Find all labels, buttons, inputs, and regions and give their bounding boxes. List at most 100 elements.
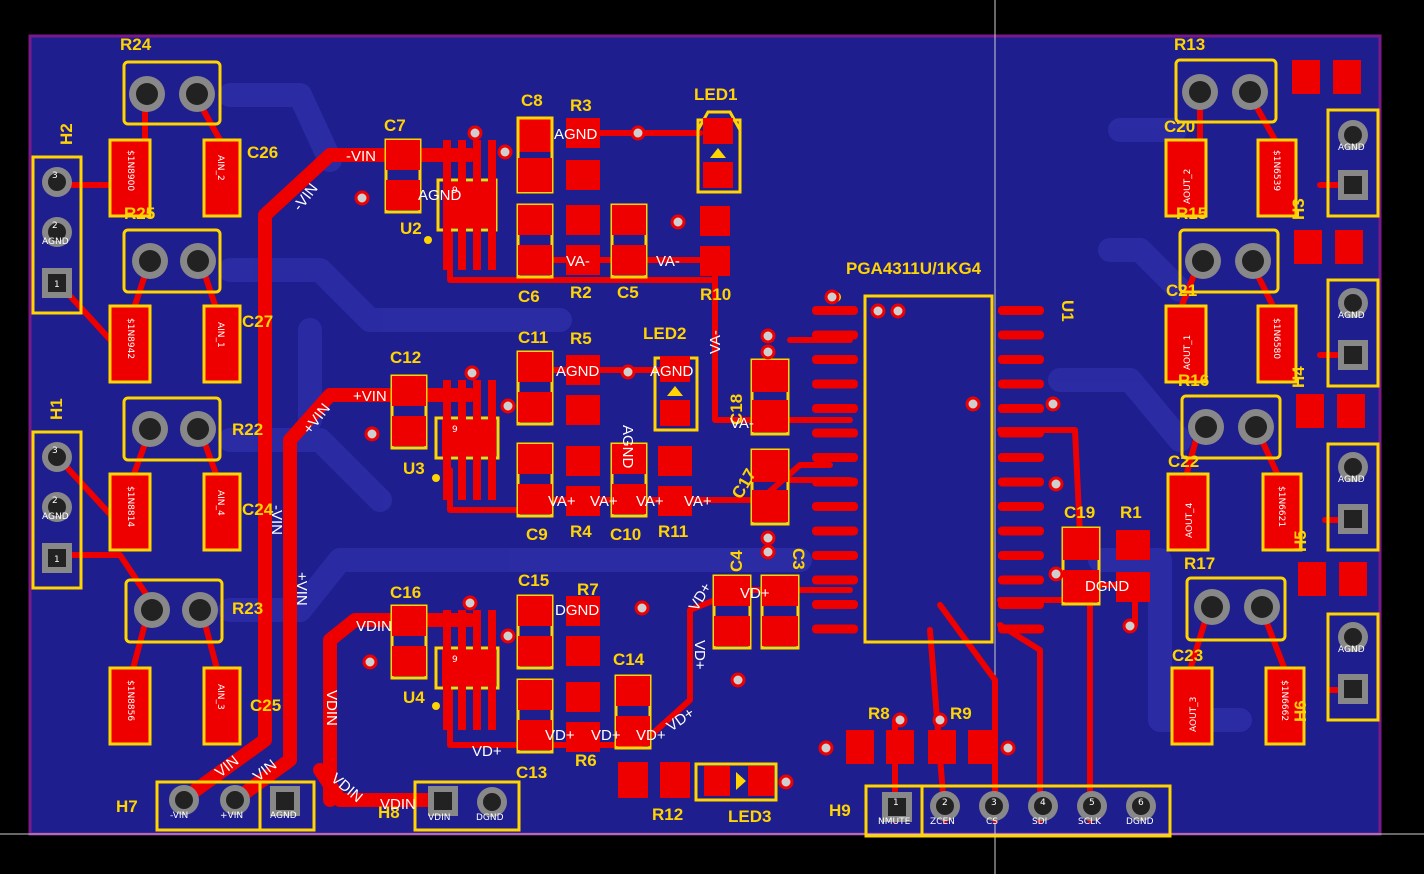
- via: [634, 600, 650, 616]
- d1n8856-label: $1N8856: [125, 680, 135, 721]
- led1[interactable]: [696, 110, 742, 194]
- net-vd-plus-8: VD+: [740, 585, 770, 602]
- c14-label: C14: [613, 650, 645, 669]
- u4-pad-num: 9: [452, 655, 458, 665]
- net-vd-plus-1: VD+: [472, 743, 502, 760]
- via: [760, 530, 776, 546]
- led2[interactable]: [653, 356, 699, 432]
- u4-ic[interactable]: [432, 610, 500, 730]
- c15-label: C15: [518, 571, 549, 590]
- h3-label: H3: [1289, 198, 1308, 220]
- h9-label: H9: [829, 801, 851, 820]
- h2-pin1-num: 1: [54, 280, 60, 290]
- net-vd-plus-3: VD+: [591, 727, 621, 744]
- r9-label: R9: [950, 704, 972, 723]
- h9-pin5-num: 5: [1089, 798, 1095, 808]
- c13-label: C13: [516, 763, 547, 782]
- h6-label: H6: [1291, 700, 1310, 722]
- via: [890, 303, 906, 319]
- r25-label: R25: [124, 204, 155, 223]
- via: [364, 426, 380, 442]
- c19-label: C19: [1064, 503, 1095, 522]
- right-smd-parts: [1164, 60, 1367, 746]
- via: [760, 544, 776, 560]
- c26-label: C26: [247, 143, 278, 162]
- u1-pin-pad: [812, 600, 858, 609]
- vias: [354, 125, 1138, 790]
- net-va-minus-1: VA-: [566, 253, 590, 270]
- via: [1122, 618, 1138, 634]
- u2-pad-num: 9: [452, 186, 458, 196]
- r17-footprint[interactable]: [1185, 576, 1287, 642]
- h6-header[interactable]: [1326, 612, 1380, 722]
- r22-footprint[interactable]: [122, 396, 222, 462]
- r23-footprint[interactable]: [124, 578, 224, 644]
- u2-ic[interactable]: [424, 140, 498, 270]
- h1-header[interactable]: [31, 430, 83, 590]
- u1-pin-pad: [998, 379, 1044, 389]
- r22-label: R22: [232, 420, 263, 439]
- h9-header[interactable]: [864, 784, 1172, 838]
- r10-label: R10: [700, 285, 731, 304]
- h4-header[interactable]: [1326, 278, 1380, 388]
- r12-label: R12: [652, 805, 683, 824]
- net-vd-plus-4: VD+: [636, 727, 666, 744]
- c7-label: C7: [384, 116, 406, 135]
- u1-pin-pad: [998, 600, 1044, 609]
- reference-designators: PGA4311U/1KG4 U1 U2 U3 U4 R1 R2 R3 R4 R5…: [47, 35, 1310, 826]
- net-vd-plus-2: VD+: [545, 727, 575, 744]
- u2-thermal-pad: [444, 182, 494, 228]
- d1n6580-label: $1N6580: [1271, 318, 1281, 359]
- d1n6662-label: $1N6662: [1279, 680, 1289, 721]
- via: [932, 712, 948, 728]
- u1-pin-pad: [812, 404, 858, 413]
- u1-pin-pad: [998, 330, 1044, 340]
- led3[interactable]: [694, 762, 778, 802]
- net-va-plus-3: VA+: [636, 493, 664, 510]
- h9-pin3-name: CS: [986, 817, 998, 827]
- u1-pin-pad: [998, 526, 1044, 536]
- aout2-label: AOUT_2: [1183, 169, 1193, 204]
- u1-pin-pad: [998, 428, 1044, 438]
- h8-header[interactable]: [413, 780, 521, 832]
- r25-footprint[interactable]: [122, 228, 222, 294]
- h5-pin2-name: AGND: [1338, 475, 1365, 485]
- h7-header[interactable]: [155, 780, 316, 832]
- h9-pin6-name: DGND: [1126, 817, 1154, 827]
- via: [760, 328, 776, 344]
- h9-pin5-name: SCLK: [1078, 817, 1102, 827]
- u3-ic[interactable]: [432, 380, 500, 500]
- c8-label: C8: [521, 91, 543, 110]
- via: [497, 144, 513, 160]
- via: [965, 396, 981, 412]
- h1-pin1-num: 1: [54, 555, 60, 565]
- h5-header[interactable]: [1326, 442, 1380, 552]
- c23-label: C23: [1172, 646, 1203, 665]
- h9-pin3-num: 3: [991, 798, 997, 808]
- via: [1045, 396, 1061, 412]
- net-agnd-r5: AGND: [556, 363, 600, 380]
- u1-pin-pad: [812, 379, 858, 389]
- u1-pin-pad: [812, 453, 858, 462]
- h2-label: H2: [57, 123, 76, 145]
- r2-label: R2: [570, 283, 592, 302]
- net-va-minus-vert: VA-: [707, 330, 724, 354]
- u3-outline: [434, 416, 500, 460]
- r16-footprint[interactable]: [1180, 394, 1282, 460]
- u4-outline: [434, 646, 500, 690]
- c25-label: C25: [250, 696, 281, 715]
- h2-header[interactable]: [31, 155, 83, 315]
- via: [467, 125, 483, 141]
- h1-pin3-num: 3: [52, 446, 58, 456]
- r15-label: R15: [1176, 204, 1207, 223]
- net-vdin-vert: VDIN: [323, 690, 340, 726]
- u1-ic[interactable]: [812, 292, 1044, 644]
- r15-footprint[interactable]: [1178, 228, 1280, 294]
- h9-pin2-num: 2: [942, 798, 948, 808]
- r24-footprint[interactable]: [122, 60, 222, 126]
- h3-header[interactable]: [1326, 108, 1380, 218]
- r13-footprint[interactable]: [1174, 58, 1278, 124]
- via: [362, 654, 378, 670]
- h9-pin1-name: NMUTE: [878, 817, 911, 827]
- c18-label: C18: [727, 394, 746, 425]
